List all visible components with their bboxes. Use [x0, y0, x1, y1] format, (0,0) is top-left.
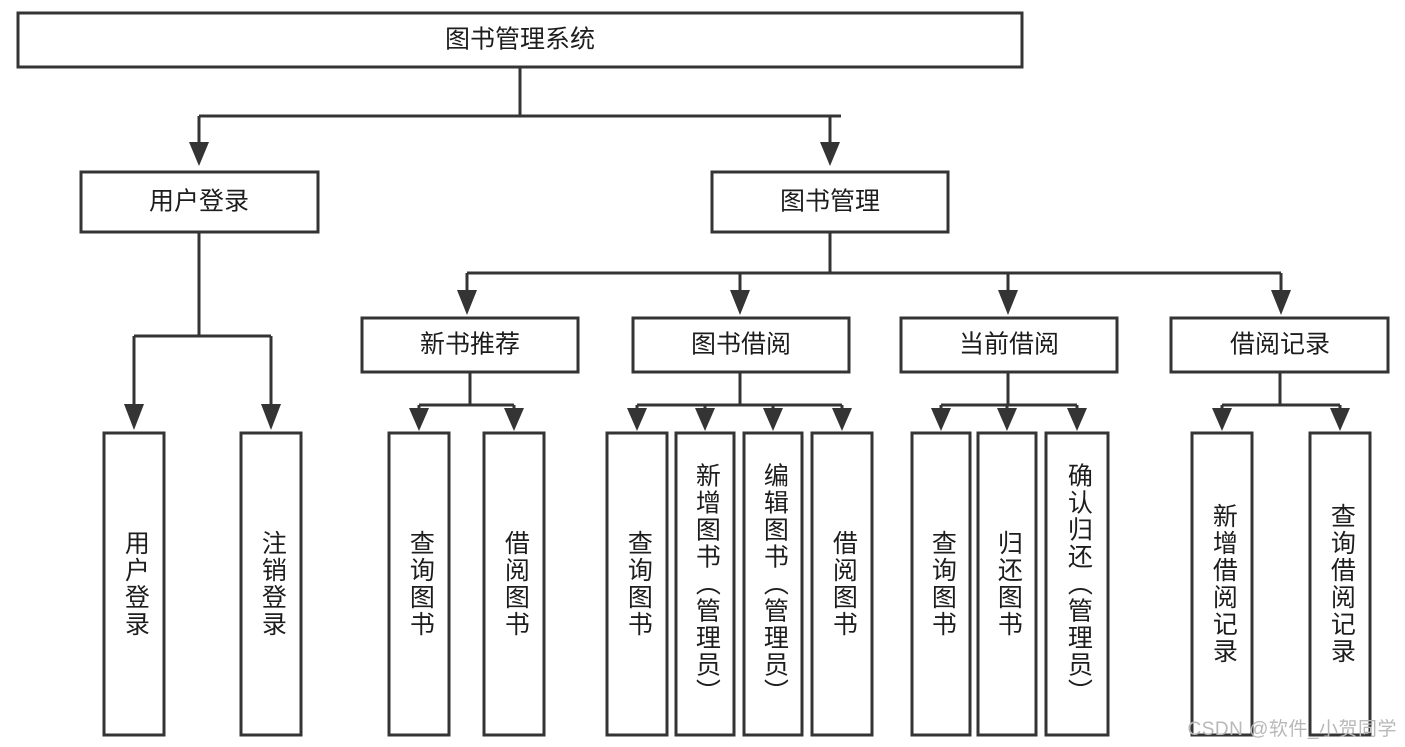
node-leaf-return-book[interactable]: 归还图书 — [976, 431, 1038, 737]
arrow-to-user-login — [189, 142, 209, 166]
node-leaf-borrow-book-1-label: 借阅图书 — [501, 530, 530, 638]
node-current-borrow[interactable]: 当前借阅 — [899, 316, 1119, 374]
node-root-box[interactable] — [16, 11, 1024, 69]
node-leaf-borrow-book-2-label: 借阅图书 — [829, 530, 858, 638]
node-leaf-add-record-label: 新增借阅记录 — [1209, 503, 1238, 665]
node-leaf-user-logout[interactable]: 注销登录 — [239, 431, 303, 737]
arrow-leaf-add-record — [1212, 408, 1232, 431]
node-leaf-borrow-book-2[interactable]: 借阅图书 — [810, 431, 874, 737]
node-leaf-query-book-3-label: 查询图书 — [928, 530, 957, 638]
node-leaf-add-record[interactable]: 新增借阅记录 — [1190, 431, 1254, 737]
node-leaf-confirm-return-label: 确认归还（管理员） — [1064, 463, 1093, 706]
arrow-leaf-edit-book — [763, 408, 783, 431]
node-leaf-add-book-box[interactable] — [674, 431, 736, 737]
node-leaf-query-book-2-box[interactable] — [605, 431, 669, 737]
arrow-leaf-confirm-return — [1067, 408, 1087, 431]
node-leaf-query-record-box[interactable] — [1308, 431, 1372, 737]
arrow-to-book-borrow — [730, 290, 750, 315]
node-leaf-user-login[interactable]: 用户登录 — [102, 431, 166, 737]
node-user-login-label: 用户登录 — [149, 188, 249, 216]
node-leaf-user-logout-box[interactable] — [239, 431, 303, 737]
arrow-leaf-borrow-book-2 — [832, 408, 852, 431]
node-leaf-user-login-label: 用户登录 — [121, 530, 150, 638]
node-leaf-query-book-2[interactable]: 查询图书 — [605, 431, 669, 737]
arrow-to-borrow-record — [1271, 290, 1291, 315]
node-book-borrow[interactable]: 图书借阅 — [631, 316, 851, 374]
node-leaf-return-book-label: 归还图书 — [994, 530, 1023, 638]
node-leaf-edit-book-box[interactable] — [742, 431, 804, 737]
arrow-leaf-query-book-3 — [931, 408, 951, 431]
node-leaf-query-book-2-label: 查询图书 — [624, 530, 653, 638]
node-leaf-edit-book[interactable]: 编辑图书（管理员） — [742, 431, 804, 737]
connector-layer — [124, 67, 1350, 431]
node-leaf-query-record-label: 查询借阅记录 — [1327, 503, 1356, 665]
node-leaf-add-book[interactable]: 新增图书（管理员） — [674, 431, 736, 737]
arrow-leaf-borrow-book-1 — [504, 408, 524, 431]
node-leaf-add-book-label: 新增图书（管理员） — [692, 463, 721, 706]
arrow-leaf-user-logout — [261, 404, 281, 430]
node-leaf-query-book-1-label: 查询图书 — [406, 530, 435, 638]
node-leaf-query-book-3-box[interactable] — [910, 431, 972, 737]
node-leaf-query-book-1[interactable]: 查询图书 — [387, 431, 451, 737]
node-leaf-return-book-box[interactable] — [976, 431, 1038, 737]
arrow-leaf-return-book — [997, 408, 1017, 431]
node-user-login-box[interactable] — [79, 170, 320, 234]
node-borrow-record-label: 借阅记录 — [1230, 331, 1330, 359]
node-book-borrow-box[interactable] — [631, 316, 851, 374]
node-user-login[interactable]: 用户登录 — [79, 170, 320, 234]
node-borrow-record-box[interactable] — [1169, 316, 1390, 374]
node-leaf-query-book-3[interactable]: 查询图书 — [910, 431, 972, 737]
node-book-manage[interactable]: 图书管理 — [710, 170, 950, 234]
node-leaf-edit-book-label: 编辑图书（管理员） — [760, 463, 789, 706]
node-leaf-confirm-return-box[interactable] — [1044, 431, 1110, 737]
arrow-leaf-query-record — [1330, 408, 1350, 431]
arrow-leaf-add-book — [695, 408, 715, 431]
node-leaf-user-logout-label: 注销登录 — [258, 530, 287, 638]
node-new-book-rec-label: 新书推荐 — [420, 331, 520, 359]
arrow-to-book-manage — [820, 142, 840, 166]
arrow-leaf-query-book-1 — [409, 408, 429, 431]
node-current-borrow-box[interactable] — [899, 316, 1119, 374]
node-borrow-record[interactable]: 借阅记录 — [1169, 316, 1390, 374]
node-root-label: 图书管理系统 — [445, 26, 595, 54]
node-book-manage-box[interactable] — [710, 170, 950, 234]
node-leaf-borrow-book-1-box[interactable] — [482, 431, 546, 737]
node-leaf-user-login-box[interactable] — [102, 431, 166, 737]
arrow-to-new-book-rec — [457, 290, 477, 315]
node-leaf-query-record[interactable]: 查询借阅记录 — [1308, 431, 1372, 737]
node-book-borrow-label: 图书借阅 — [691, 331, 791, 359]
node-root[interactable]: 图书管理系统 — [16, 11, 1024, 69]
node-leaf-confirm-return[interactable]: 确认归还（管理员） — [1044, 431, 1110, 737]
node-leaf-query-book-1-box[interactable] — [387, 431, 451, 737]
node-leaf-add-record-box[interactable] — [1190, 431, 1254, 737]
node-current-borrow-label: 当前借阅 — [959, 331, 1059, 359]
arrow-to-current-borrow — [998, 290, 1018, 315]
arrow-leaf-query-book-2 — [627, 408, 647, 431]
node-new-book-rec-box[interactable] — [360, 316, 580, 374]
node-book-manage-label: 图书管理 — [780, 188, 880, 216]
arrow-leaf-user-login — [124, 404, 144, 430]
node-leaf-borrow-book-2-box[interactable] — [810, 431, 874, 737]
node-leaf-borrow-book-1[interactable]: 借阅图书 — [482, 431, 546, 737]
node-new-book-rec[interactable]: 新书推荐 — [360, 316, 580, 374]
